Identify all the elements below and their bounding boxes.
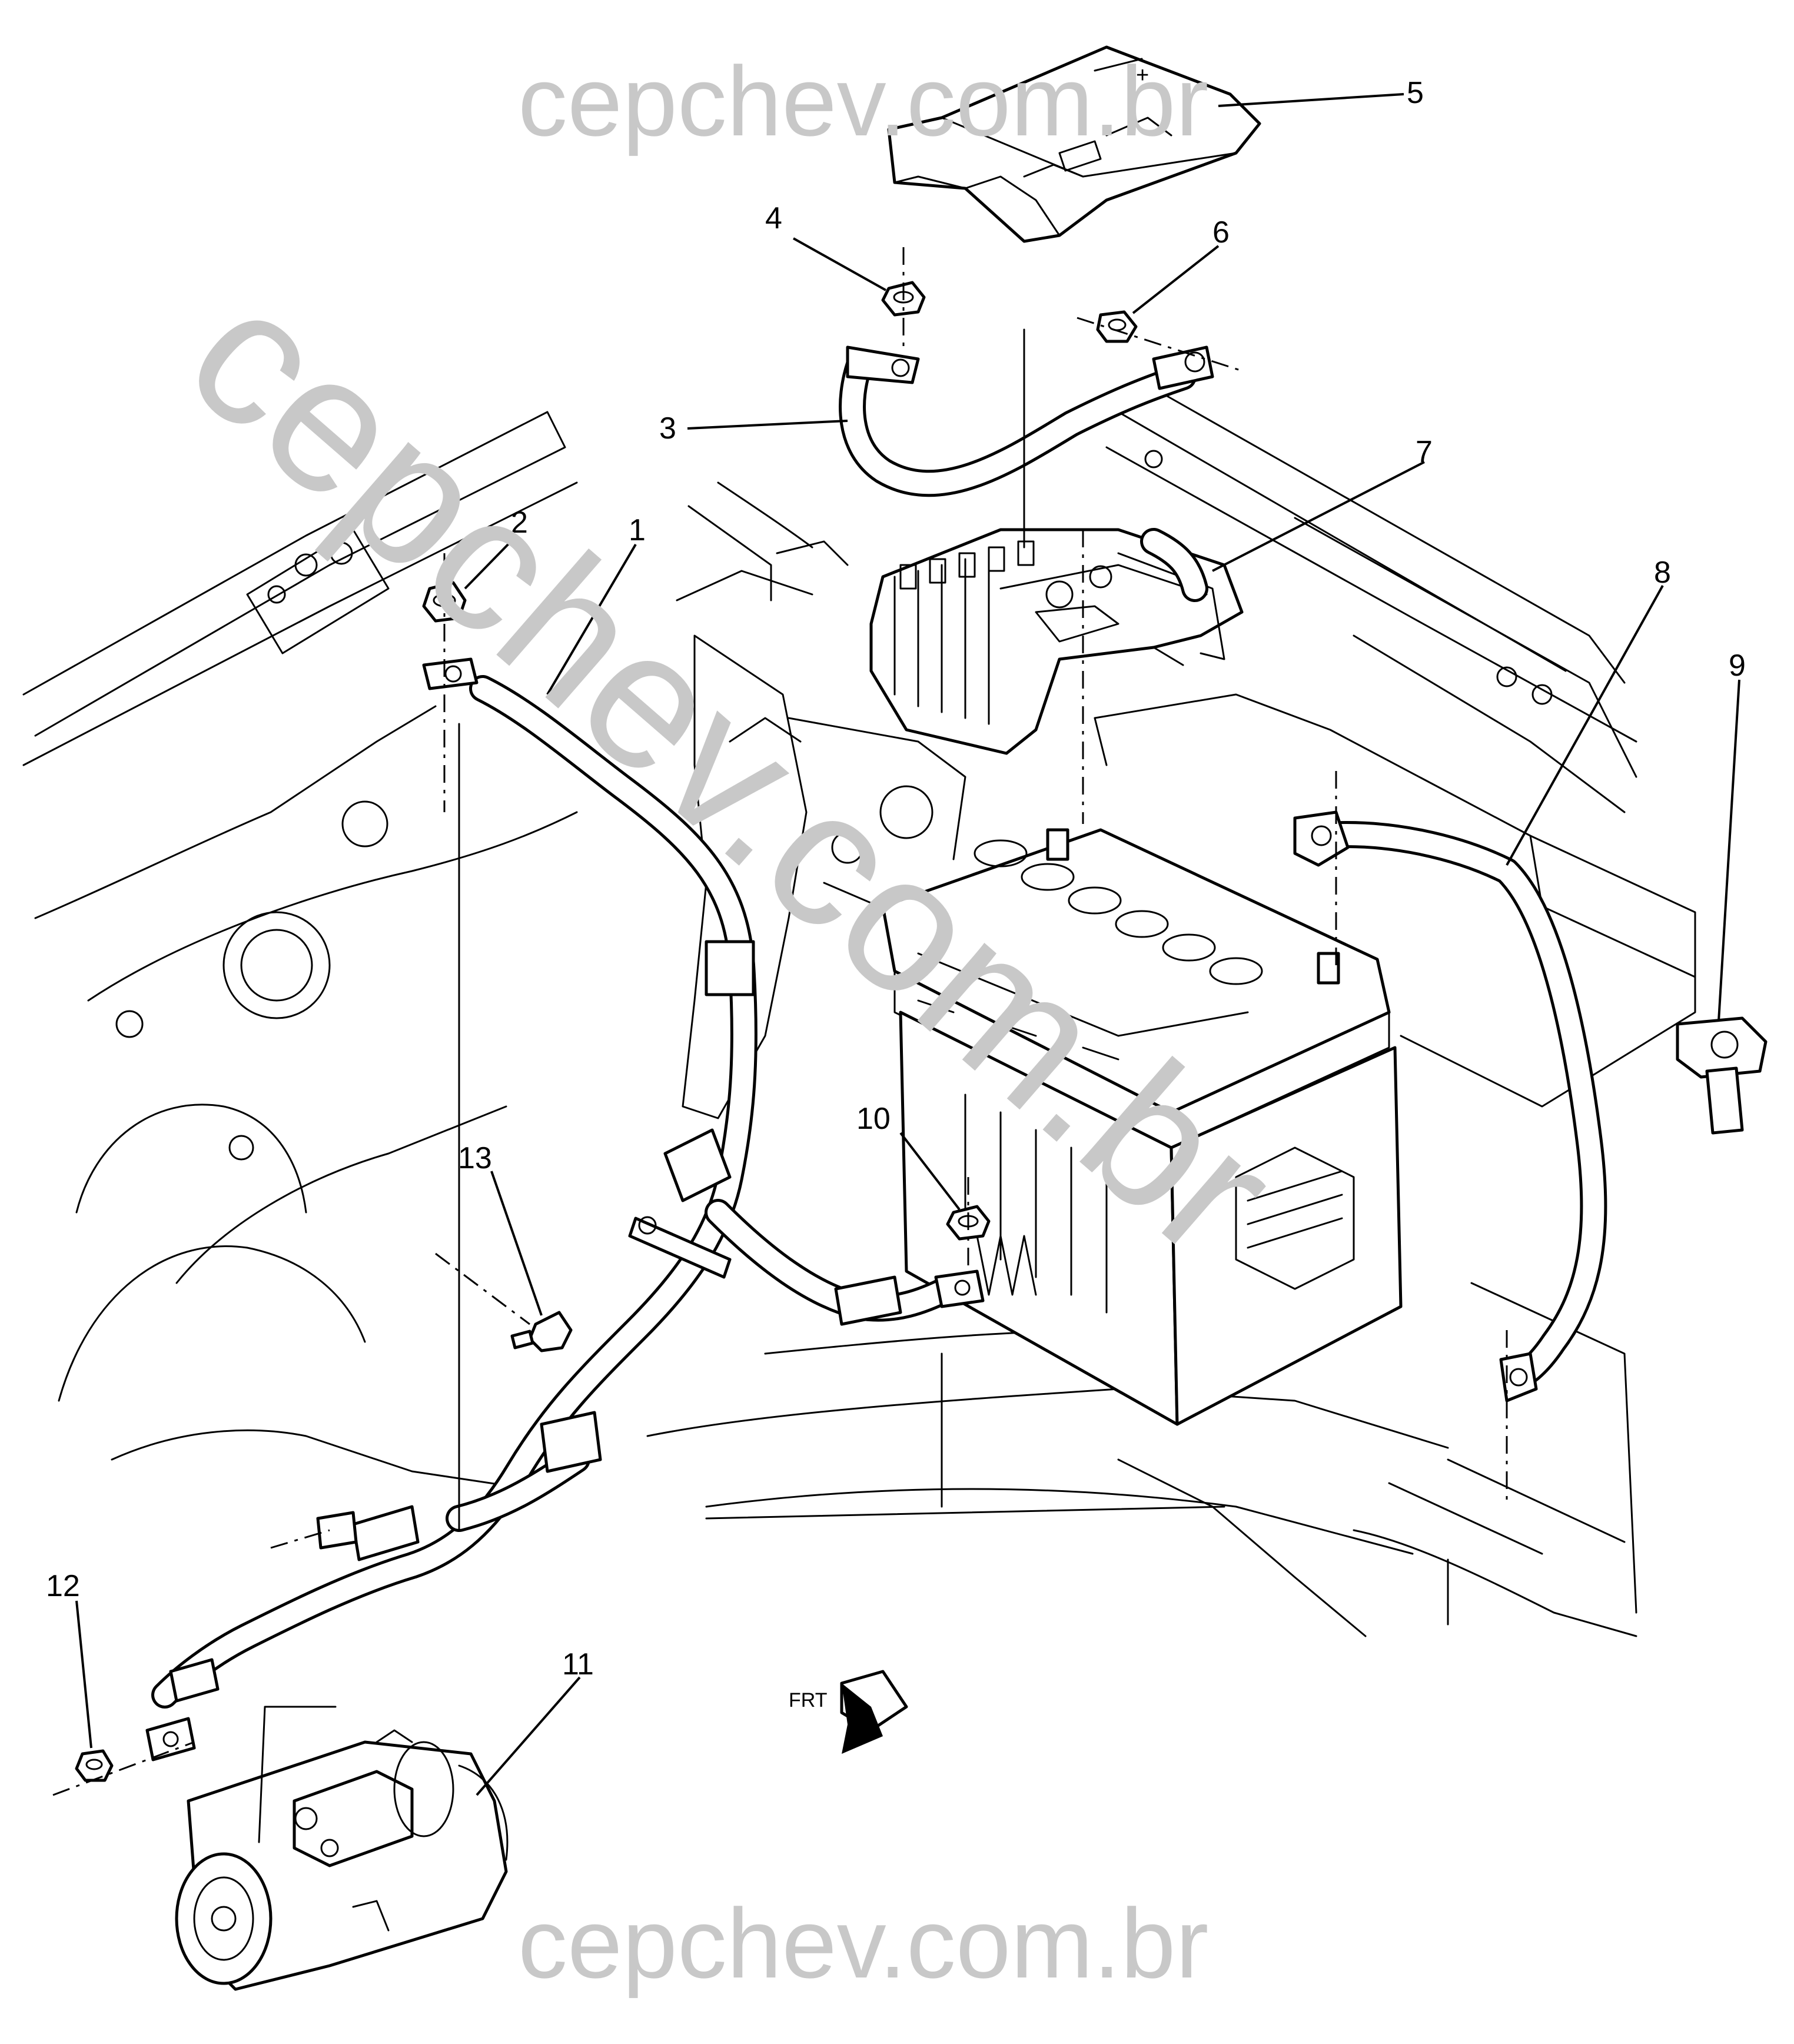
- callout-5: 5: [1407, 76, 1424, 110]
- current-sensor-part-9: [1676, 1016, 1768, 1135]
- callout-9: 9: [1729, 649, 1746, 683]
- callout-1: 1: [629, 513, 646, 547]
- battery: [881, 693, 1696, 1426]
- callout-2: 2: [511, 506, 528, 540]
- negative-cable-part-8: [1293, 810, 1607, 1402]
- callout-10: 10: [856, 1102, 891, 1136]
- callout-3: 3: [659, 411, 676, 446]
- fuse-block-part-7: [869, 528, 1244, 755]
- callout-7: 7: [1416, 435, 1433, 469]
- leader-lines: [75, 93, 1740, 1796]
- callout-4: 4: [765, 201, 782, 235]
- front-arrow-label: FRT: [789, 1689, 827, 1711]
- callout-13: 13: [458, 1141, 492, 1175]
- watermark-bottom: cepchev.com.br: [518, 1888, 1208, 1999]
- front-direction-indicator: FRT: [789, 1670, 908, 1754]
- watermark-top: cepchev.com.br: [518, 46, 1208, 157]
- callout-numbers: 1 2 3 4 5 6 7 8 9 10 11 12 13: [46, 76, 1746, 1681]
- engine-bay-body: [22, 387, 1637, 1637]
- starter-motor-part-11: [175, 1729, 509, 1991]
- positive-cable-part-3: [839, 345, 1214, 497]
- callout-12: 12: [46, 1569, 80, 1603]
- svg-text:+: +: [1136, 63, 1149, 88]
- reference-lines: [258, 328, 1626, 1843]
- center-lines: [52, 247, 1508, 1796]
- nut-part-12: [75, 1749, 114, 1782]
- callout-6: 6: [1212, 215, 1230, 250]
- positive-cable-part-1: [145, 657, 985, 1762]
- callout-8: 8: [1654, 556, 1671, 590]
- callout-11: 11: [562, 1647, 594, 1681]
- bolt-part-13: [510, 1311, 573, 1352]
- battery-cover-part-5: +: [887, 45, 1261, 243]
